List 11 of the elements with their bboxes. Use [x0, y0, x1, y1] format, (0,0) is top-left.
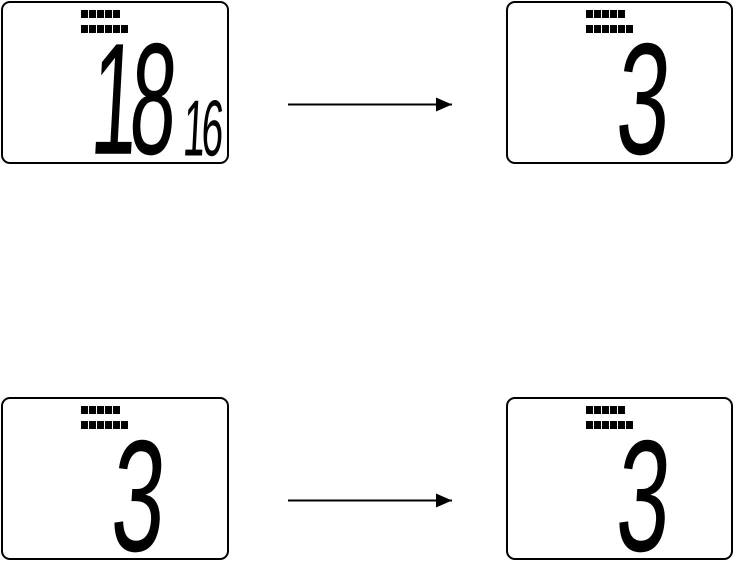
- arrow: [288, 494, 452, 508]
- lcd-display: [506, 1, 733, 164]
- display-digits: 18: [88, 43, 176, 158]
- display-digits: 3: [614, 43, 677, 158]
- lcd-display: [1, 1, 229, 164]
- display-digits: 16: [182, 100, 224, 158]
- lcd-display: [506, 397, 733, 560]
- lcd-display: [1, 397, 229, 560]
- arrow: [288, 98, 452, 112]
- display-digits: 3: [614, 440, 677, 554]
- display-digits: 3: [108, 440, 172, 554]
